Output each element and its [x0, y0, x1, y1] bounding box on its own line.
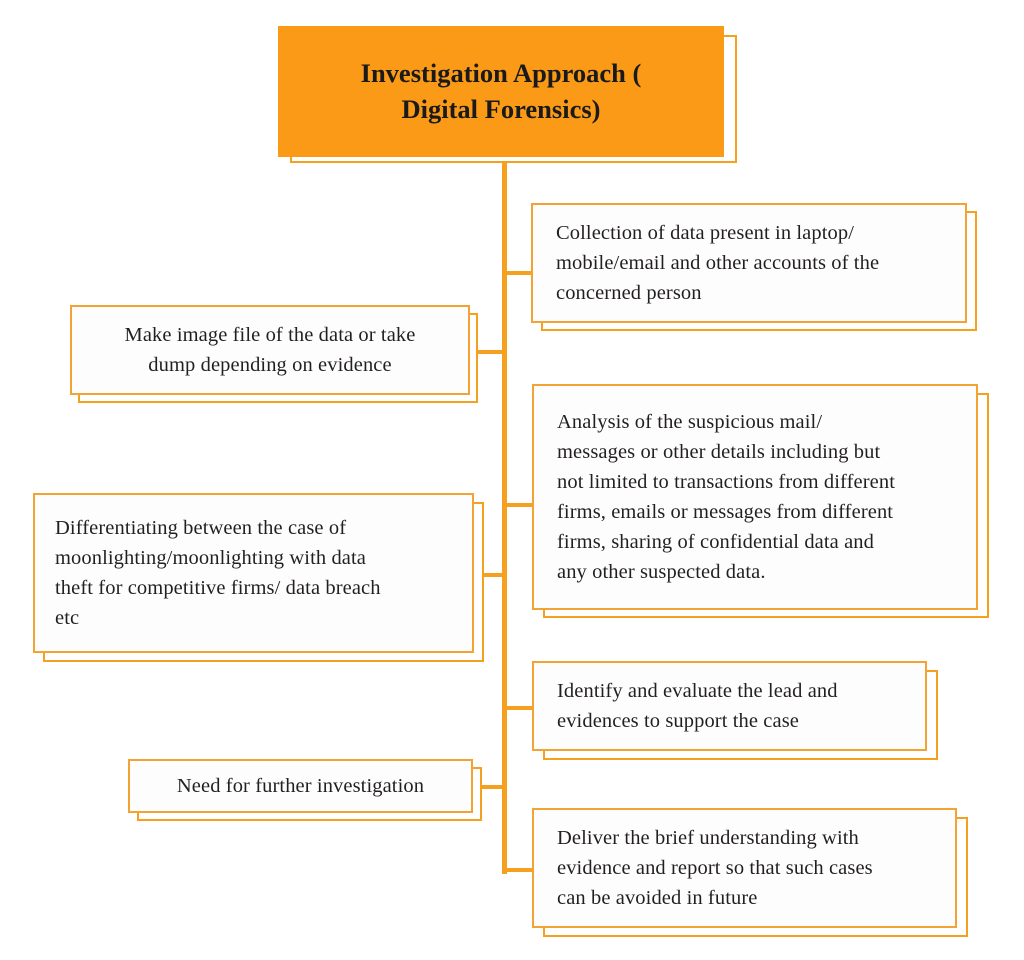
- node-identify[interactable]: Identify and evaluate the lead and evide…: [532, 661, 927, 751]
- connector-stub-further-investigation: [476, 785, 506, 789]
- connector-stub-deliver: [502, 868, 538, 872]
- node-image-file-label: Make image file of the data or take dump…: [124, 323, 416, 376]
- node-collection[interactable]: Collection of data present in laptop/ mo…: [531, 203, 967, 323]
- connector-stub-collection: [502, 271, 538, 275]
- node-analysis-label: Analysis of the suspicious mail/ message…: [557, 410, 896, 584]
- connector-stub-differentiating: [478, 573, 506, 577]
- node-deliver[interactable]: Deliver the brief understanding with evi…: [532, 808, 957, 928]
- root-node[interactable]: Investigation Approach ( Digital Forensi…: [278, 26, 724, 157]
- node-analysis[interactable]: Analysis of the suspicious mail/ message…: [532, 384, 978, 610]
- connector-stub-analysis: [502, 503, 538, 507]
- connector-stub-image-file: [474, 350, 506, 354]
- node-image-file[interactable]: Make image file of the data or take dump…: [70, 305, 470, 395]
- node-differentiating-label: Differentiating between the case of moon…: [55, 516, 381, 630]
- connector-trunk-vertical: [502, 160, 507, 874]
- node-deliver-label: Deliver the brief understanding with evi…: [557, 826, 873, 910]
- node-further-investigation[interactable]: Need for further investigation: [128, 759, 473, 813]
- node-differentiating[interactable]: Differentiating between the case of moon…: [33, 493, 474, 653]
- root-node-label: Investigation Approach ( Digital Forensi…: [360, 58, 642, 124]
- node-collection-label: Collection of data present in laptop/ mo…: [556, 221, 880, 305]
- node-further-investigation-label: Need for further investigation: [176, 774, 425, 797]
- connector-stub-identify: [502, 706, 538, 710]
- node-identify-label: Identify and evaluate the lead and evide…: [557, 679, 838, 732]
